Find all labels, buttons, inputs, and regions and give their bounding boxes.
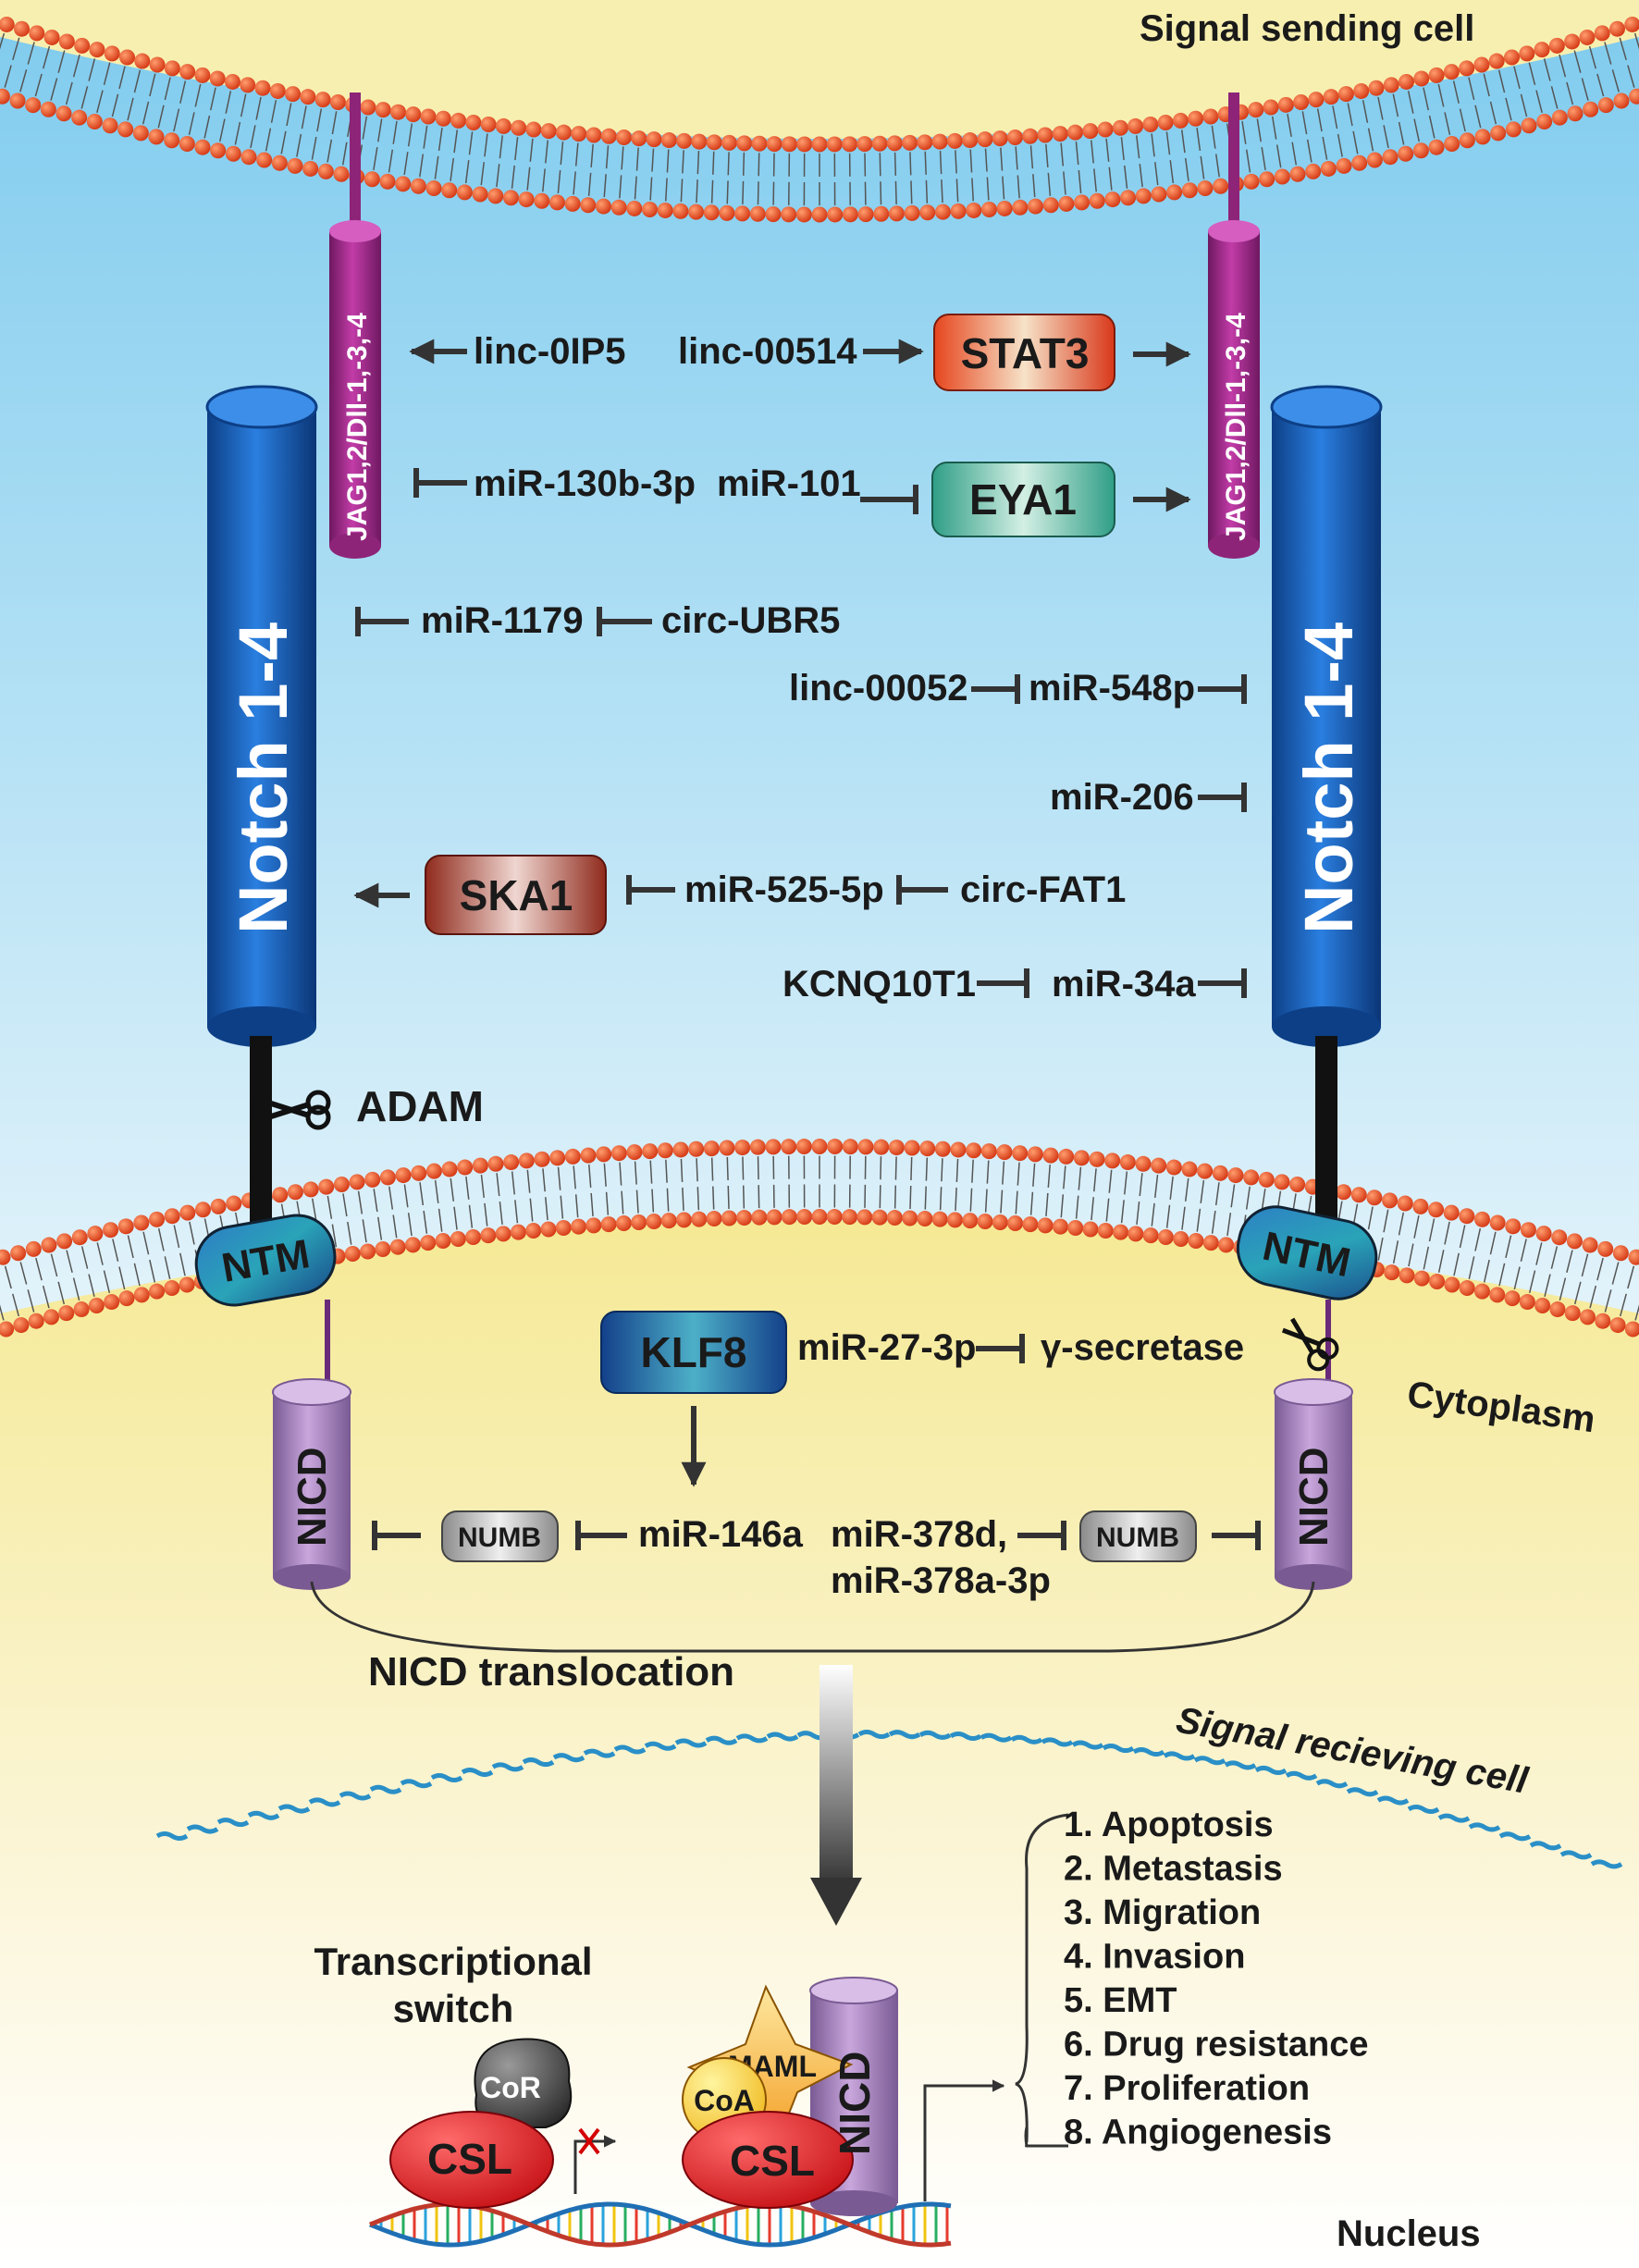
outcome-item: 8. Angiogenesis: [1064, 2114, 1332, 2152]
outcome-item: 4. Invasion: [1064, 1938, 1245, 1977]
transcriptional-switch-line2: switch: [393, 1987, 514, 2030]
outcome-item: 1. Apoptosis: [1064, 1806, 1274, 1844]
mir-548p-label: miR-548p: [1029, 668, 1195, 709]
mir-146a-label: miR-146a: [638, 1514, 804, 1555]
translocation-label: NICD translocation: [368, 1649, 734, 1695]
numb-label-right: NUMB: [1096, 1522, 1179, 1553]
mir-130b-label: miR-130b-3p: [474, 463, 696, 504]
circ-fat1-label: circ-FAT1: [960, 869, 1126, 910]
transcriptional-switch-line1: Transcriptional: [314, 1940, 592, 1983]
translocation-arrow-shaft: [820, 1665, 853, 1887]
ska1-label: SKA1: [460, 871, 573, 919]
nicd-label-nucleus: NICD: [831, 2052, 879, 2155]
outcome-item: 2. Metastasis: [1064, 1850, 1283, 1889]
klf8-label: KLF8: [641, 1328, 747, 1376]
circ-ubr5-label: circ-UBR5: [661, 600, 840, 641]
mir-34a-label: miR-34a: [1052, 964, 1196, 1005]
linc-00514-label: linc-00514: [678, 331, 857, 372]
stat3-label: STAT3: [961, 329, 1090, 377]
mir-206-label: miR-206: [1050, 777, 1194, 818]
numb-label-left: NUMB: [458, 1522, 541, 1553]
mir-1179-label: miR-1179: [421, 600, 584, 641]
mir-378d-label: miR-378d,: [831, 1514, 1007, 1555]
csl-label-active: CSL: [730, 2137, 815, 2185]
nicd-label-left: NICD: [290, 1447, 335, 1547]
outcome-item: 3. Migration: [1064, 1893, 1261, 1932]
gamma-secretase-label: γ-secretase: [1041, 1327, 1244, 1368]
linc-00052-label: linc-00052: [789, 668, 967, 709]
mir-101-label: miR-101: [717, 463, 861, 504]
mir-378a-label: miR-378a-3p: [831, 1560, 1051, 1601]
ligand-label-right: JAG1,2/Dll-1,-3,-4: [1221, 313, 1251, 541]
outcome-item: 5. EMT: [1064, 1981, 1177, 2020]
mir-525-label: miR-525-5p: [684, 869, 884, 910]
notch-label-left: Notch 1-4: [225, 622, 302, 934]
csl-label-repressed: CSL: [427, 2135, 512, 2183]
eya1-label: EYA1: [969, 475, 1077, 524]
nicd-label-right: NICD: [1291, 1447, 1337, 1547]
coa-label: CoA: [694, 2084, 755, 2117]
ligand-label-left: JAG1,2/Dll-1,-3,-4: [342, 313, 373, 541]
outcome-item: 7. Proliferation: [1064, 2069, 1310, 2108]
adam-label: ADAM: [356, 1082, 484, 1130]
nucleus-label: Nucleus: [1337, 2213, 1481, 2254]
linc-oip5-label: linc-0IP5: [474, 331, 626, 372]
cor-label: CoR: [480, 2071, 541, 2104]
mir-27-label: miR-27-3p: [797, 1327, 976, 1368]
notch-label-right: Notch 1-4: [1290, 622, 1367, 934]
outcome-item: 6. Drug resistance: [1064, 2026, 1368, 2065]
kcnq-label: KCNQ10T1: [783, 964, 976, 1005]
sending-cell-label: Signal sending cell: [1140, 8, 1474, 49]
